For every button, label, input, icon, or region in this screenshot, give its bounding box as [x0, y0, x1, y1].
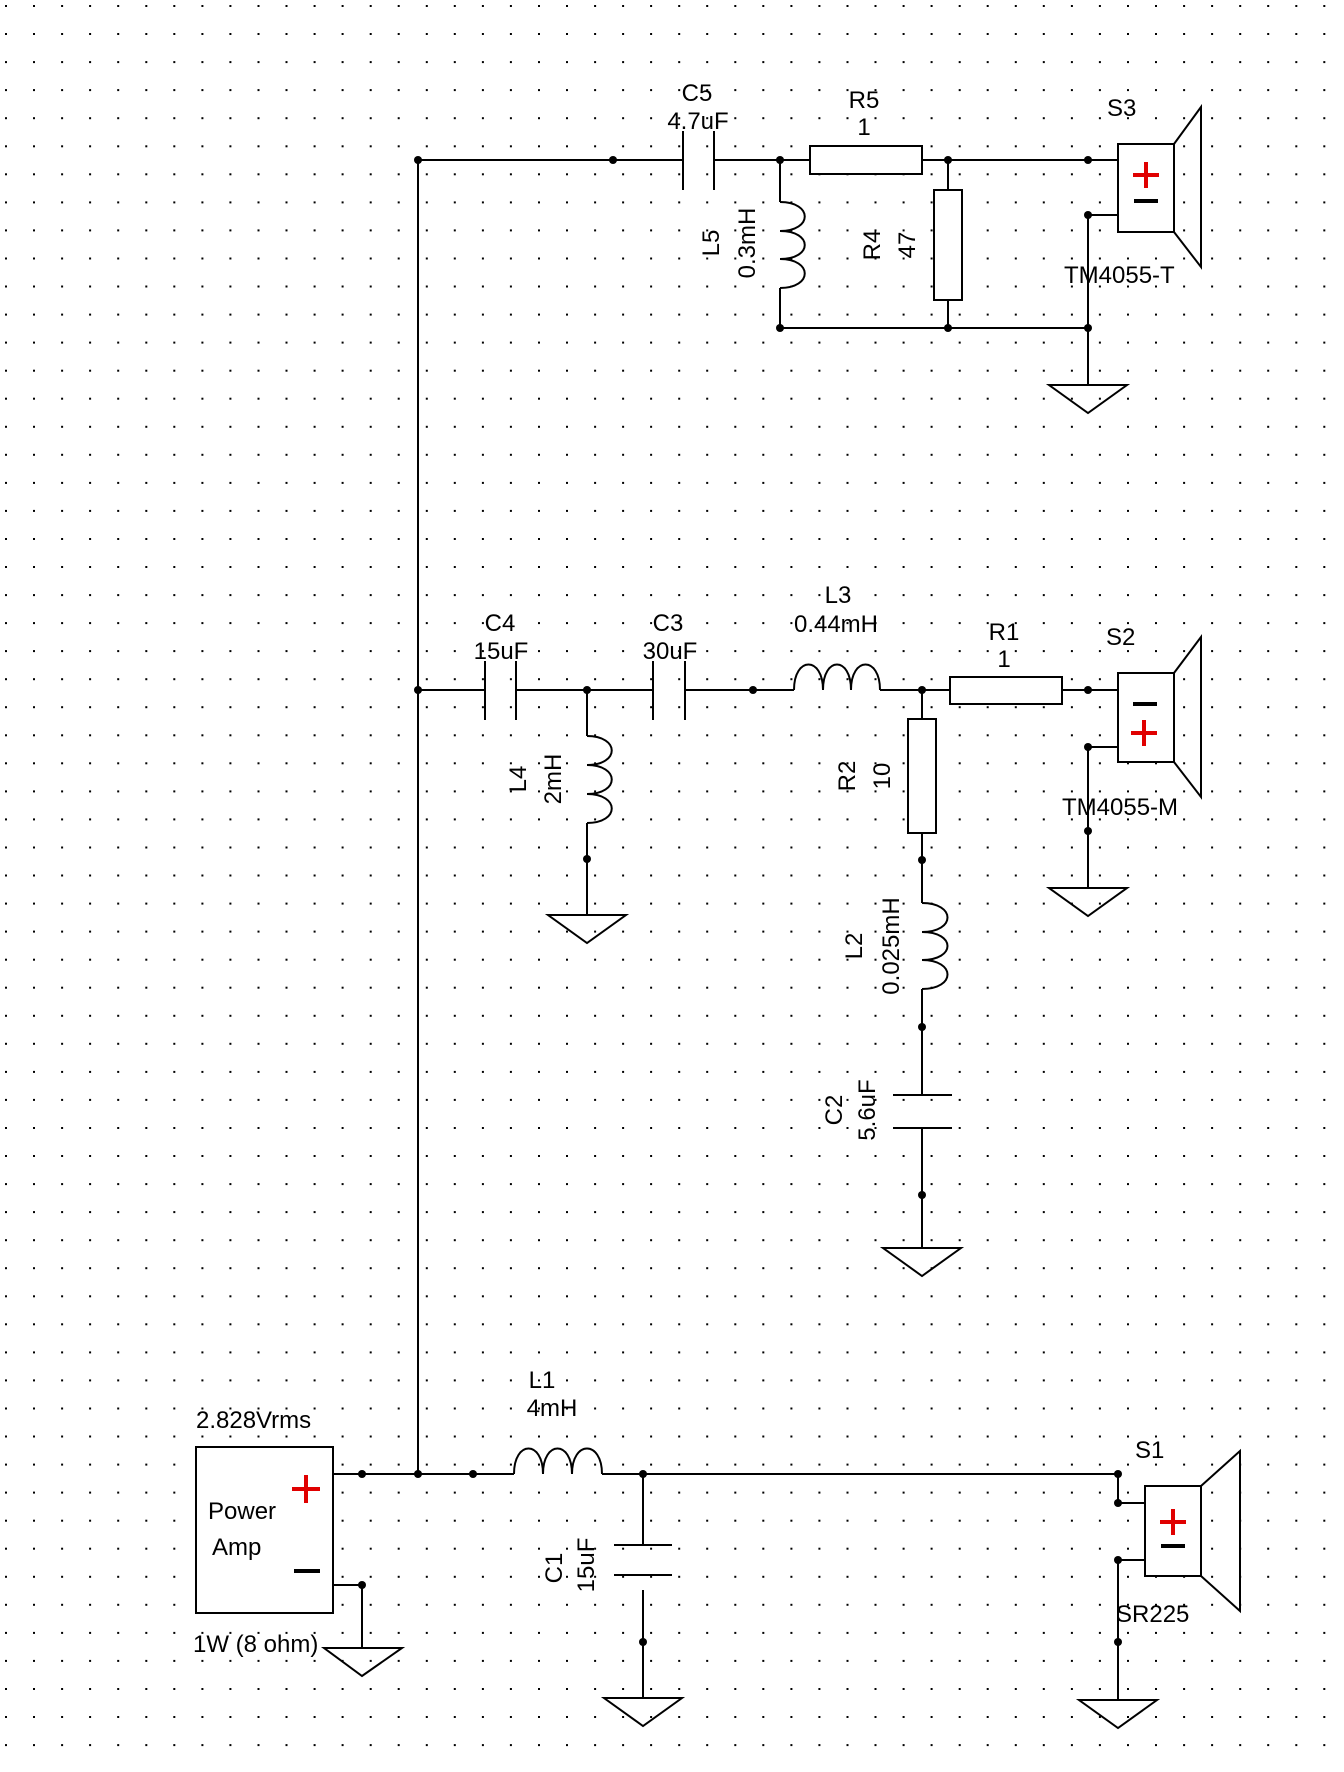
- resistor-r2[interactable]: R2 10: [834, 718, 937, 834]
- ground-symbols: [320, 384, 1161, 1730]
- l2-value: 0.025mH: [878, 897, 905, 994]
- speaker-s1[interactable]: S1 SR225: [1116, 1437, 1241, 1628]
- s3-plus-terminal: [1133, 162, 1159, 188]
- l1-value: 4mH: [527, 1395, 578, 1422]
- amp-label-line2: Amp: [212, 1534, 261, 1561]
- r1-value: 1: [997, 646, 1010, 673]
- r4-ref: R4: [859, 230, 886, 261]
- resistor-r5[interactable]: R5 1: [809, 87, 923, 175]
- c4-value: 15uF: [474, 638, 529, 665]
- c2-ref: C2: [821, 1095, 848, 1126]
- r2-value: 10: [869, 763, 896, 790]
- ground-amp: [320, 1647, 406, 1678]
- l3-value: 0.44mH: [794, 611, 878, 638]
- capacitor-c4[interactable]: C4 15uF: [474, 610, 529, 720]
- s3-ref: S3: [1107, 95, 1136, 122]
- inductor-l2[interactable]: L2 0.025mH: [841, 897, 949, 995]
- s1-plus-terminal: [1160, 1509, 1186, 1535]
- r5-ref: R5: [849, 87, 880, 114]
- s2-model: TM4055-M: [1062, 794, 1178, 821]
- resistor-r1[interactable]: R1 1: [949, 619, 1063, 705]
- c5-value: 4.7uF: [667, 108, 728, 135]
- s2-ref: S2: [1106, 624, 1135, 651]
- ground-c1: [600, 1697, 686, 1728]
- c4-ref: C4: [485, 610, 516, 637]
- r1-ref: R1: [989, 619, 1020, 646]
- power-amp[interactable]: Power Amp 2.828Vrms 1W (8 ohm): [193, 1407, 334, 1658]
- r4-value: 47: [894, 232, 921, 259]
- ground-s3: [1045, 384, 1131, 415]
- l5-ref: L5: [698, 230, 725, 257]
- inductor-l4[interactable]: L4 2mH: [505, 735, 613, 824]
- l2-ref: L2: [841, 933, 868, 960]
- capacitor-c3[interactable]: C3 30uF: [643, 610, 698, 720]
- c1-ref: C1: [541, 1553, 568, 1584]
- c5-ref: C5: [682, 80, 713, 107]
- s1-ref: S1: [1135, 1437, 1164, 1464]
- amp-label-line1: Power: [208, 1498, 276, 1525]
- c2-value: 5.6uF: [854, 1079, 881, 1140]
- inductor-l5[interactable]: L5 0.3mH: [698, 201, 806, 289]
- l5-value: 0.3mH: [734, 208, 761, 279]
- junction-dots: [358, 156, 1122, 1646]
- l4-ref: L4: [505, 766, 532, 793]
- speaker-s2[interactable]: S2 TM4055-M: [1062, 624, 1202, 821]
- wires: [333, 159, 1145, 1700]
- amp-power: 1W (8 ohm): [193, 1631, 318, 1658]
- capacitor-c2[interactable]: C2 5.6uF: [821, 1079, 952, 1141]
- s2-plus-terminal: [1131, 720, 1157, 746]
- c3-value: 30uF: [643, 638, 698, 665]
- c1-value: 15uF: [573, 1538, 600, 1593]
- amp-voltage: 2.828Vrms: [196, 1407, 311, 1434]
- l4-value: 2mH: [540, 754, 567, 805]
- s3-model: TM4055-T: [1064, 262, 1175, 289]
- r5-value: 1: [857, 114, 870, 141]
- capacitor-c5[interactable]: C5 4.7uF: [667, 80, 729, 190]
- ground-l4: [544, 914, 630, 945]
- ground-s1: [1075, 1699, 1161, 1730]
- c3-ref: C3: [653, 610, 684, 637]
- speaker-s3[interactable]: S3 TM4055-T: [1064, 95, 1202, 289]
- ground-s2: [1045, 887, 1131, 918]
- r2-ref: R2: [834, 761, 861, 792]
- inductor-l1[interactable]: L1 4mH: [513, 1367, 603, 1475]
- ground-c2: [879, 1247, 965, 1278]
- resistor-r4[interactable]: R4 47: [859, 189, 963, 301]
- l3-ref: L3: [825, 582, 852, 609]
- amp-plus-terminal: [292, 1475, 320, 1503]
- inductor-l3[interactable]: L3 0.44mH: [793, 582, 881, 691]
- capacitor-c1[interactable]: C1 15uF: [541, 1538, 672, 1593]
- s1-model: SR225: [1116, 1601, 1189, 1628]
- l1-ref: L1: [529, 1367, 556, 1394]
